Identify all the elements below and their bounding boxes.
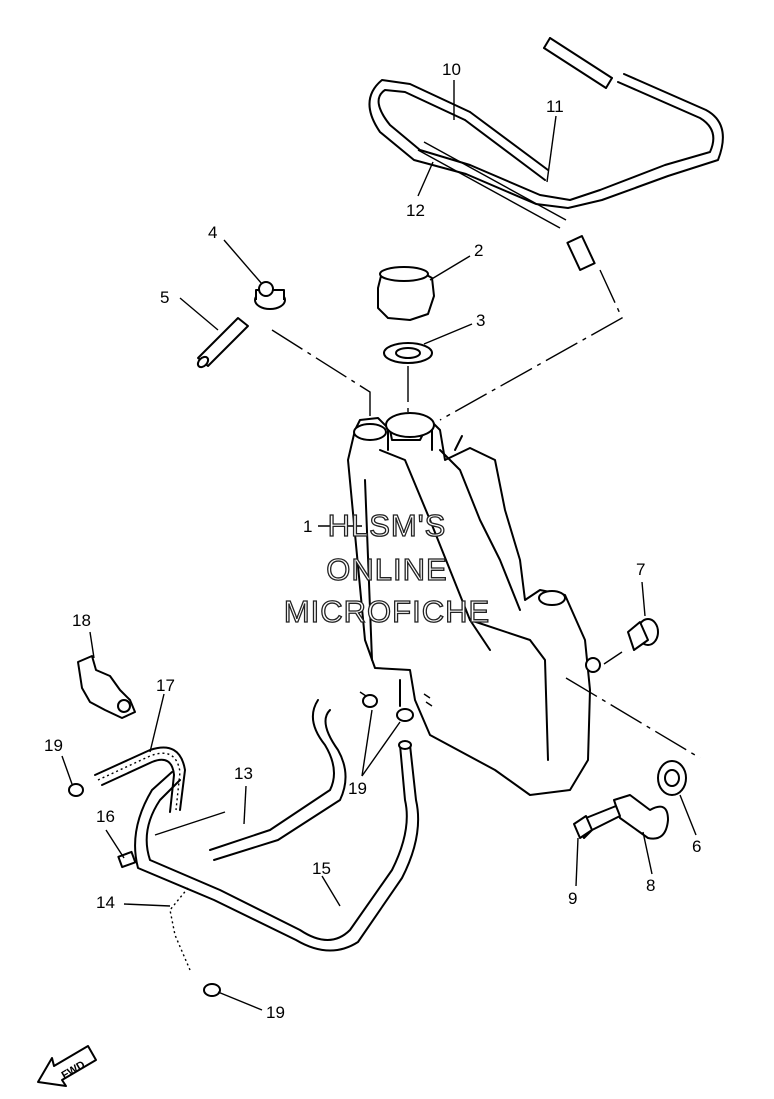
callout-11: 11 [546, 97, 564, 116]
callout-4: 4 [208, 223, 217, 242]
callout-13: 13 [234, 764, 253, 783]
cap-gasket [383, 342, 433, 364]
clamp-bracket [613, 794, 669, 840]
callout-19-bottom: 19 [266, 1003, 285, 1022]
callout-9: 9 [568, 889, 577, 908]
watermark: HLSM'S ONLINE MICROFICHE [283, 507, 490, 629]
callout-6: 6 [692, 837, 701, 856]
lower-hose-protector [169, 887, 191, 971]
callout-3: 3 [476, 311, 485, 330]
callout-15: 15 [312, 859, 331, 878]
breather-hose-assembly [368, 37, 724, 421]
callout-8: 8 [646, 876, 655, 895]
callout-18: 18 [72, 611, 91, 630]
vent-hose [196, 317, 249, 369]
watermark-line-1: HLSM'S [328, 508, 447, 543]
watermark-line-3: MICROFICHE [284, 594, 490, 629]
hose-holder [77, 655, 136, 719]
rubber-damper [657, 760, 687, 796]
small-hose-clamp [68, 783, 221, 997]
callout-10: 10 [442, 60, 461, 79]
callout-14: 14 [96, 893, 115, 912]
callout-12: 12 [406, 201, 425, 220]
tank-cap [377, 266, 435, 321]
callout-labels: 1 2 3 4 5 6 7 8 9 10 11 12 13 14 15 16 1… [44, 60, 701, 1022]
bolt [573, 805, 621, 839]
callout-5: 5 [160, 288, 169, 307]
callout-19-left: 19 [44, 736, 63, 755]
forward-arrow-icon: FWD [37, 1045, 97, 1087]
grommet [627, 618, 659, 651]
oil-hose [134, 740, 420, 952]
elbow-fitting [254, 281, 286, 310]
delivery-hose [154, 699, 347, 861]
callout-2: 2 [474, 241, 483, 260]
callout-7: 7 [636, 560, 645, 579]
callout-17: 17 [156, 676, 175, 695]
leader-lines [61, 80, 697, 1011]
callout-1: 1 [303, 517, 312, 536]
hose-clamp [359, 679, 433, 722]
watermark-line-2: ONLINE [326, 552, 447, 587]
callout-16: 16 [96, 807, 115, 826]
oil-tank [347, 412, 601, 796]
hose-protector [94, 746, 186, 813]
callout-19-center: 19 [348, 779, 367, 798]
